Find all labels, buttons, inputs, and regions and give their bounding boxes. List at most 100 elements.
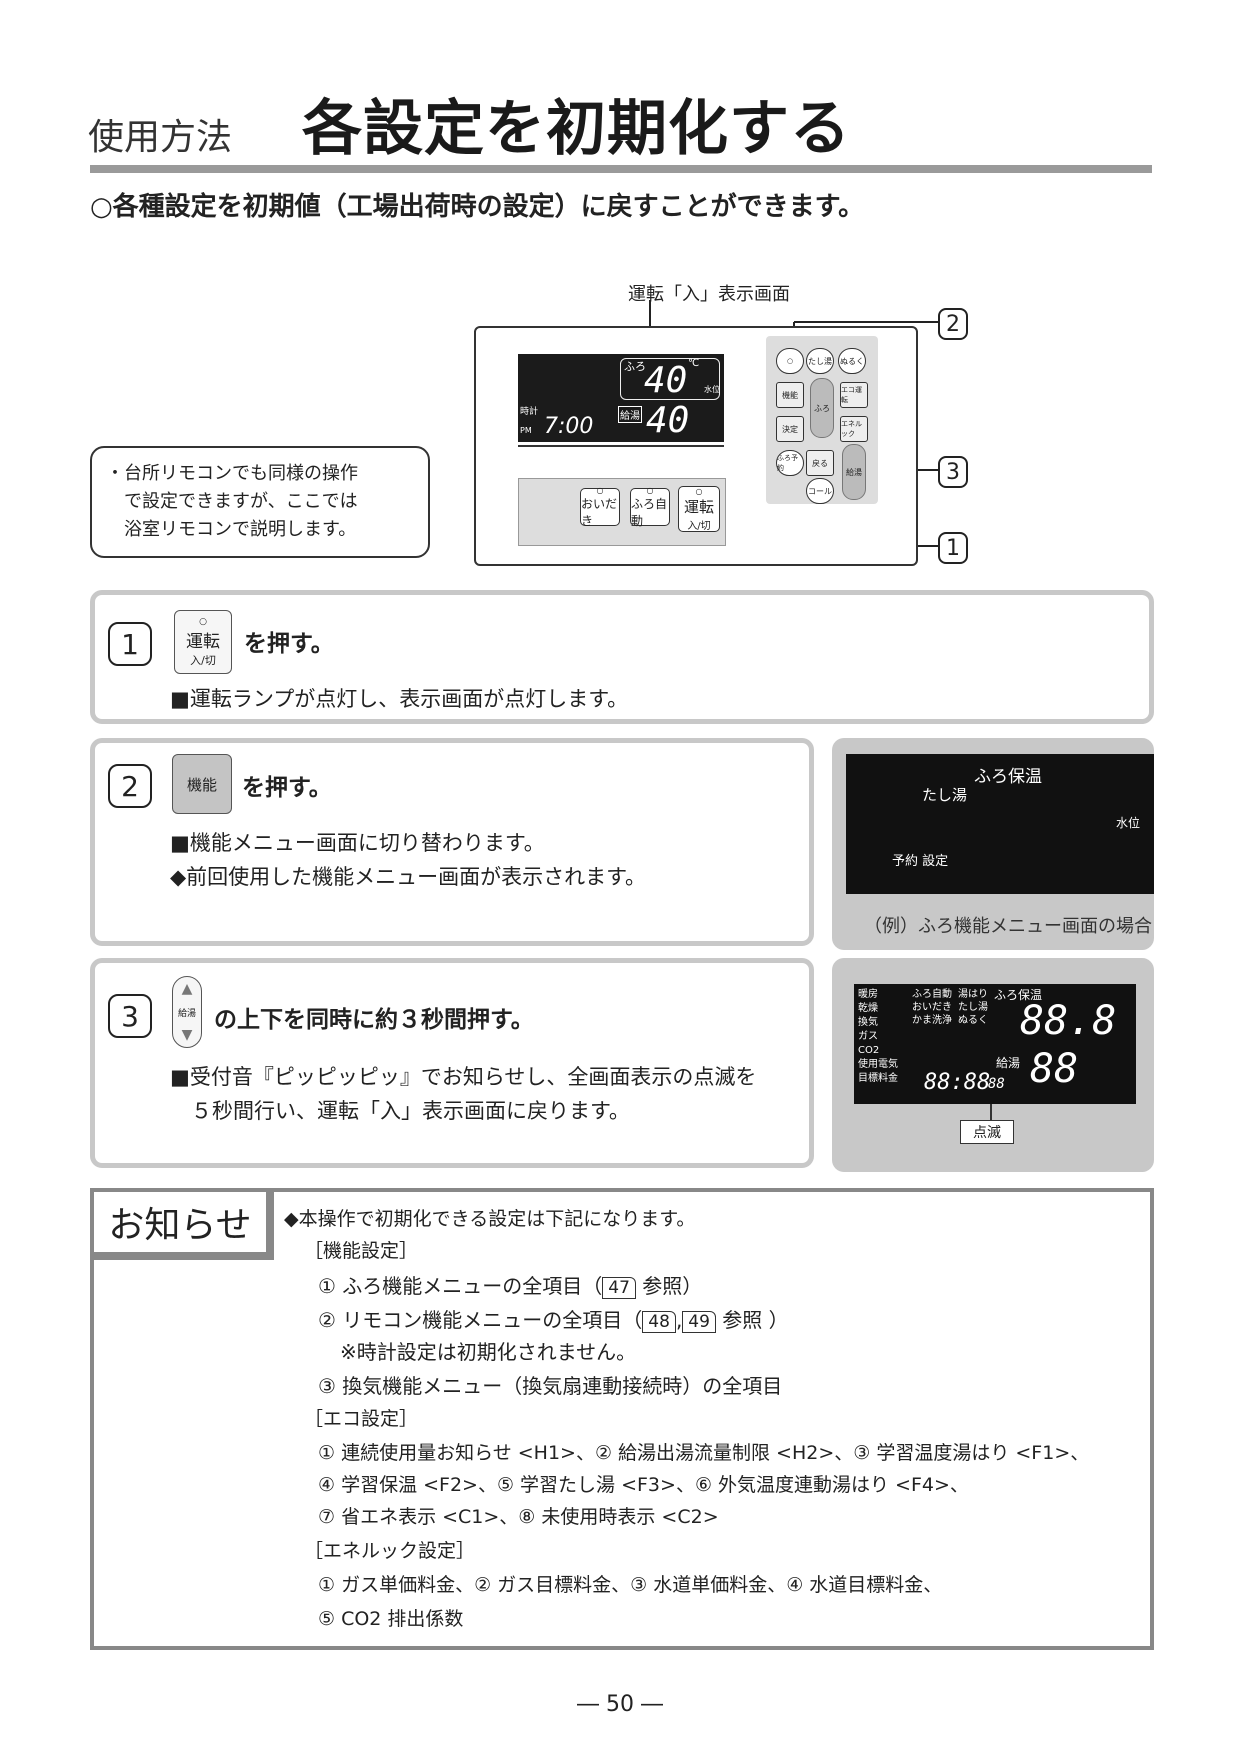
kyuto-updown-label: 給湯 bbox=[846, 467, 862, 477]
step-1-action: を押す。 bbox=[244, 631, 334, 657]
blink-pointer bbox=[990, 1104, 992, 1122]
lcd-time: 7:00 bbox=[544, 414, 594, 439]
callout-2: 2 bbox=[938, 308, 968, 340]
furo-auto-button[interactable]: ○ふろ自動 bbox=[630, 486, 670, 528]
menu-yoyaku: 予約 設定 bbox=[892, 854, 949, 869]
lcd-label: たし湯 bbox=[958, 1002, 988, 1013]
callout-1: 1 bbox=[938, 532, 968, 564]
tashiyu-label: たし湯 bbox=[808, 356, 832, 366]
unten-icon-sub: 入/切 bbox=[190, 653, 216, 667]
furo-auto-label: ふろ自動 bbox=[631, 496, 668, 528]
page-title: 各設定を初期化する bbox=[302, 94, 851, 164]
onoff-label: 入/切 bbox=[687, 520, 711, 532]
menu-tashiyu: たし湯 bbox=[922, 786, 968, 804]
notice-item: ⑤ CO2 排出係数 bbox=[318, 1608, 464, 1630]
lcd-divider bbox=[518, 445, 724, 447]
lcd-bath-temp: 40 bbox=[644, 360, 688, 401]
lcd-label: かま洗浄 bbox=[912, 1015, 952, 1026]
eneluck-button[interactable]: エネルック bbox=[840, 416, 868, 442]
lcd-label: 湯はり bbox=[958, 989, 988, 1000]
kinou-button[interactable]: 機能 bbox=[776, 382, 804, 408]
unten-button[interactable]: ○運転入/切 bbox=[678, 486, 720, 532]
down-arrow-icon: ▼ bbox=[181, 1027, 193, 1043]
control-panel: 機能 決定 ふろ予約 ○ たし湯 ぬるく ふろ エコ運転 エネルック 戻る コー… bbox=[766, 336, 878, 504]
lcd-label: 使用電気 bbox=[858, 1059, 898, 1070]
header-divider bbox=[90, 165, 1152, 173]
notice-item: ⑦ 省エネ表示 <C1>、⑧ 未使用時表示 <C2> bbox=[318, 1506, 719, 1528]
step-1-box bbox=[90, 590, 1154, 724]
lcd-label: おいだき bbox=[912, 1002, 952, 1013]
notice-box bbox=[90, 1188, 1154, 1650]
step-2-bullet: ◆前回使用した機能メニュー画面が表示されます。 bbox=[170, 865, 647, 889]
note-line: 浴室リモコンで説明します。 bbox=[106, 519, 357, 540]
lcd-screen: ふろ 40 ℃ 水位 時計 PM 7:00 給湯 40 bbox=[518, 354, 724, 442]
oidaki-label: おいだき bbox=[581, 496, 618, 528]
menu-screen-caption: （例）ふろ機能メニュー画面の場合 bbox=[864, 916, 1152, 937]
callout-3: 3 bbox=[938, 456, 968, 488]
call-label: コール bbox=[808, 486, 832, 496]
step-2-action: を押す。 bbox=[242, 775, 332, 801]
modoru-label: 戻る bbox=[812, 458, 828, 468]
notice-note: ※時計設定は初期化されません。 bbox=[340, 1340, 637, 1364]
up-arrow-icon: ▲ bbox=[181, 981, 193, 997]
notice-text: 参照 ） bbox=[722, 1308, 789, 1332]
lcd-label: ふろ自動 bbox=[912, 989, 952, 1000]
unten-label: 運転 bbox=[683, 497, 714, 516]
step-2-bullet: ■機能メニュー画面に切り替わります。 bbox=[170, 831, 545, 855]
note-box: ・台所リモコンでも同様の操作 で設定できますが、ここでは 浴室リモコンで説明しま… bbox=[90, 446, 430, 558]
note-line: ・台所リモコンでも同様の操作 bbox=[106, 463, 358, 484]
blink-label: 点滅 bbox=[960, 1120, 1014, 1144]
notice-text: 参照） bbox=[642, 1274, 703, 1298]
notice-item: ④ 学習保温 <F2>、⑤ 学習たし湯 <F3>、⑥ 外気温度連動湯はり <F4… bbox=[318, 1474, 969, 1496]
lcd-unit: ℃ bbox=[688, 358, 700, 369]
notice-section-kinou: ［機能設定］ bbox=[304, 1240, 419, 1262]
menu-furo-hoon: ふろ保温 bbox=[974, 767, 1042, 787]
tashiyu-button[interactable]: たし湯 bbox=[806, 348, 834, 374]
lcd-kyuto-temp: 40 bbox=[646, 400, 690, 441]
lcd-kyuto: 給湯 bbox=[996, 1056, 1021, 1070]
step-3-bullet: ■受付音『ピッピッピッ』でお知らせし、全画面表示の点滅を bbox=[170, 1065, 757, 1089]
step-1-number: 1 bbox=[108, 622, 152, 666]
step-2-number: 2 bbox=[108, 764, 152, 808]
notice-item: ③ 換気機能メニュー（換気扇連動接続時）の全項目 bbox=[318, 1374, 783, 1398]
furo-yoyaku-button[interactable]: ふろ予約 bbox=[776, 450, 804, 476]
unten-icon: ○ 運転 入/切 bbox=[174, 610, 232, 674]
furo-updown-button[interactable]: ふろ bbox=[810, 378, 834, 438]
step-3-box bbox=[90, 958, 814, 1168]
section-label: 使用方法 bbox=[88, 117, 233, 158]
furo-yoyaku-label: ふろ予約 bbox=[777, 454, 798, 472]
kyuto-updown-icon: ▲ 給湯 ▼ bbox=[172, 976, 202, 1048]
step-3-number: 3 bbox=[108, 994, 152, 1038]
nuruku-button[interactable]: ぬるく bbox=[838, 348, 866, 374]
lcd-level: 水位 bbox=[704, 385, 720, 394]
kinou-icon-label: 機能 bbox=[186, 775, 217, 794]
note-line: で設定できますが、ここでは bbox=[106, 491, 358, 512]
call-button[interactable]: コール bbox=[806, 478, 834, 504]
lcd-furo-hoon: ふろ保温 bbox=[994, 988, 1043, 1002]
nuruku-label: ぬるく bbox=[840, 356, 864, 366]
lcd-small-digits: 88 bbox=[988, 1076, 1005, 1092]
full-lcd-screen: 暖房 乾燥 換気 ガス CO2 使用電気 目標料金 ふろ自動 おいだき かま洗浄… bbox=[854, 984, 1136, 1104]
notice-item: ① ふろ機能メニューの全項目（47 参照） bbox=[318, 1270, 702, 1299]
lcd-label: 目標料金 bbox=[858, 1073, 898, 1084]
modoru-button[interactable]: 戻る bbox=[806, 450, 834, 476]
notice-item: ② リモコン機能メニューの全項目（48,49 参照 ） bbox=[318, 1308, 789, 1333]
step-3-bullet: ５秒間行い、運転「入」表示画面に戻ります。 bbox=[170, 1099, 630, 1123]
step-1-bullet: ■運転ランプが点灯し、表示画面が点灯します。 bbox=[170, 687, 629, 711]
lcd-label: CO2 bbox=[858, 1045, 880, 1056]
notice-item: ① 連続使用量お知らせ <H1>、② 給湯出湯流量制限 <H2>、③ 学習温度湯… bbox=[318, 1442, 1090, 1464]
kinou-label: 機能 bbox=[782, 390, 798, 400]
furo-updown-label: ふろ bbox=[814, 403, 830, 413]
kettei-button[interactable]: 決定 bbox=[776, 416, 804, 442]
lcd-furo-label: ふろ bbox=[624, 360, 646, 373]
lcd-kyuto-label: 給湯 bbox=[618, 406, 642, 423]
kyuto-updown-button[interactable]: 給湯 bbox=[842, 444, 866, 500]
notice-text: ② リモコン機能メニューの全項目（ bbox=[318, 1308, 643, 1332]
notice-text: ① ふろ機能メニューの全項目（ bbox=[318, 1274, 603, 1298]
eneluck-label: エネルック bbox=[841, 420, 862, 438]
tashiyu-small-button[interactable]: ○ bbox=[776, 348, 804, 374]
notice-lead: ◆本操作で初期化できる設定は下記になります。 bbox=[284, 1208, 696, 1230]
oidaki-button[interactable]: ○おいだき bbox=[580, 486, 620, 528]
eco-button[interactable]: エコ運転 bbox=[840, 382, 868, 408]
kyuto-icon-label: 給湯 bbox=[177, 1008, 196, 1019]
